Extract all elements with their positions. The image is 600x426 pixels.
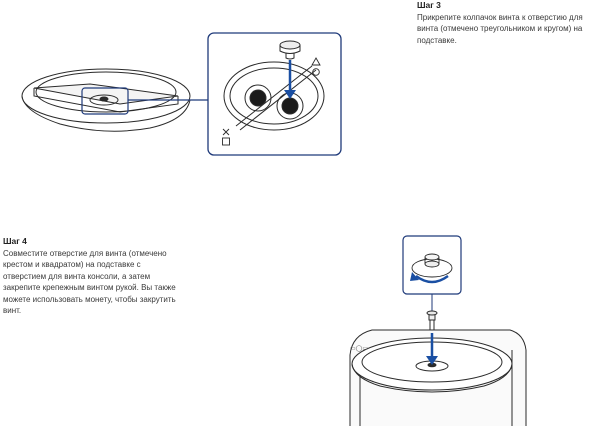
rotation-arrow-icon [410, 272, 449, 284]
step-3-line: винта (отмечено треугольником и кругом) … [417, 24, 583, 34]
down-arrow-icon [284, 60, 296, 99]
step-4-title: Шаг 4 [3, 236, 27, 246]
callout-highlight-box [81, 87, 129, 115]
step-4-line: можете использовать монету, чтобы закрут… [3, 294, 176, 304]
step-3-title: Шаг 3 [417, 0, 441, 10]
step-4-line: отверстием для винта консоли, а затем [3, 271, 151, 281]
down-arrow-icon [426, 333, 438, 365]
step-3-line: Прикрепите колпачок винта к отверстию дл… [417, 13, 583, 22]
step-4-line: закрепите крепежным винтом рукой. Вы так… [3, 283, 176, 293]
detail-frame [207, 32, 342, 156]
console-logo-mark: ▭◯▭ [350, 345, 368, 352]
step-4-line: Совместите отверстие для винта (отмечено [3, 249, 167, 258]
step-4-line: винт. [3, 306, 22, 316]
step-3-instructions: Шаг 3 Прикрепите колпачок винта к отверс… [417, 0, 600, 46]
step-3-line: подставке. [417, 35, 457, 45]
step-4-instructions: Шаг 4 Совместите отверстие для винта (от… [3, 236, 203, 316]
triangle-circle-symbol [311, 57, 321, 76]
step-4-line: крестом и квадратом) на подставке с [3, 260, 141, 270]
cross-square-symbol [222, 128, 230, 146]
